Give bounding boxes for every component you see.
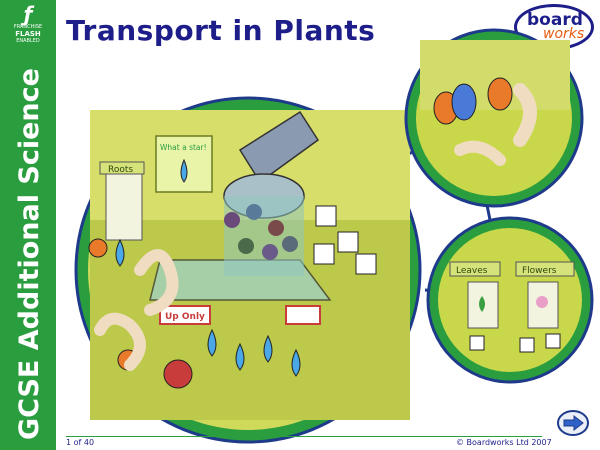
logo-text-works: works (543, 26, 585, 42)
right-arrow-icon (563, 414, 584, 432)
top-right-scene-circle (404, 28, 584, 208)
flash-logo-icon: ƒ FRANCHISE FLASH ENABLED (13, 2, 43, 44)
up-only-sign (159, 305, 211, 325)
sign-roots: Roots (108, 165, 133, 175)
page-title: Transport in Plants (66, 14, 376, 47)
bottom-right-scene-circle: Leaves Flowers (426, 216, 594, 384)
sidebar: ƒ FRANCHISE FLASH ENABLED GCSE Additiona… (0, 0, 56, 450)
sign-star: What a star! (160, 143, 207, 152)
roots-door (105, 169, 143, 241)
footer-divider (66, 436, 542, 437)
logo-text-board: board (527, 10, 583, 30)
sign-flowers: Flowers (522, 266, 557, 276)
sign-up-only: Up Only (165, 312, 205, 322)
sign-leaves: Leaves (456, 266, 488, 276)
flowers-door (527, 281, 559, 329)
second-sign (285, 305, 321, 325)
main-scene-circle: What a star! Roots Up Only (74, 96, 422, 444)
next-slide-button[interactable] (556, 408, 590, 438)
copyright-text: © Boardworks Ltd 2007 (456, 438, 552, 447)
page-number: 1 of 40 (66, 438, 95, 447)
